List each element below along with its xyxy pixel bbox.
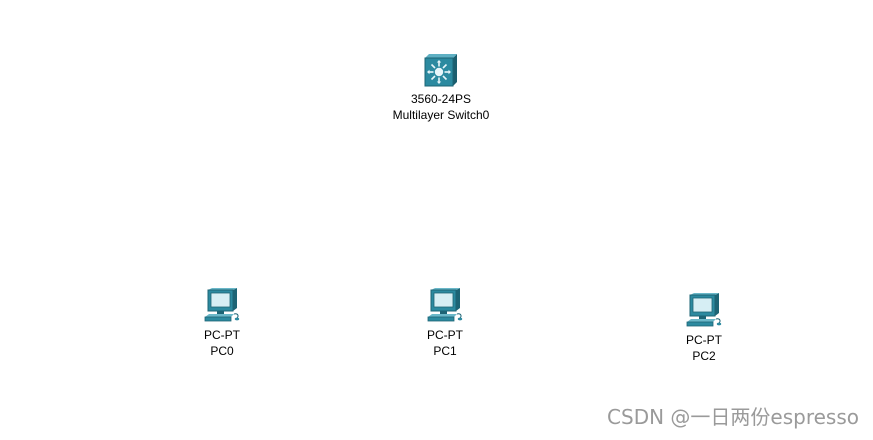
pc1-device[interactable]: PC-PT PC1 [403, 286, 487, 359]
device-name-label[interactable]: PC1 [433, 344, 457, 358]
device-model-label: PC-PT [427, 328, 463, 342]
pc-icon [686, 293, 722, 327]
device-model-label: 3560-24PS [410, 92, 472, 106]
device-name-label[interactable]: PC0 [210, 344, 234, 358]
device-model-label: PC-PT [204, 328, 240, 342]
multilayer-switch-device[interactable]: 3560-24PS Multilayer Switch0 [381, 52, 501, 123]
csdn-watermark: CSDN @一日两份espresso [607, 405, 859, 429]
pc-icon [427, 288, 463, 322]
device-model-label: PC-PT [686, 333, 722, 347]
pc2-device[interactable]: PC-PT PC2 [662, 291, 746, 364]
pc0-device[interactable]: PC-PT PC0 [180, 286, 264, 359]
pc-icon [204, 288, 240, 322]
device-name-label[interactable]: PC2 [692, 349, 716, 363]
multilayer-switch-icon [424, 54, 457, 87]
device-name-label[interactable]: Multilayer Switch0 [392, 108, 490, 122]
